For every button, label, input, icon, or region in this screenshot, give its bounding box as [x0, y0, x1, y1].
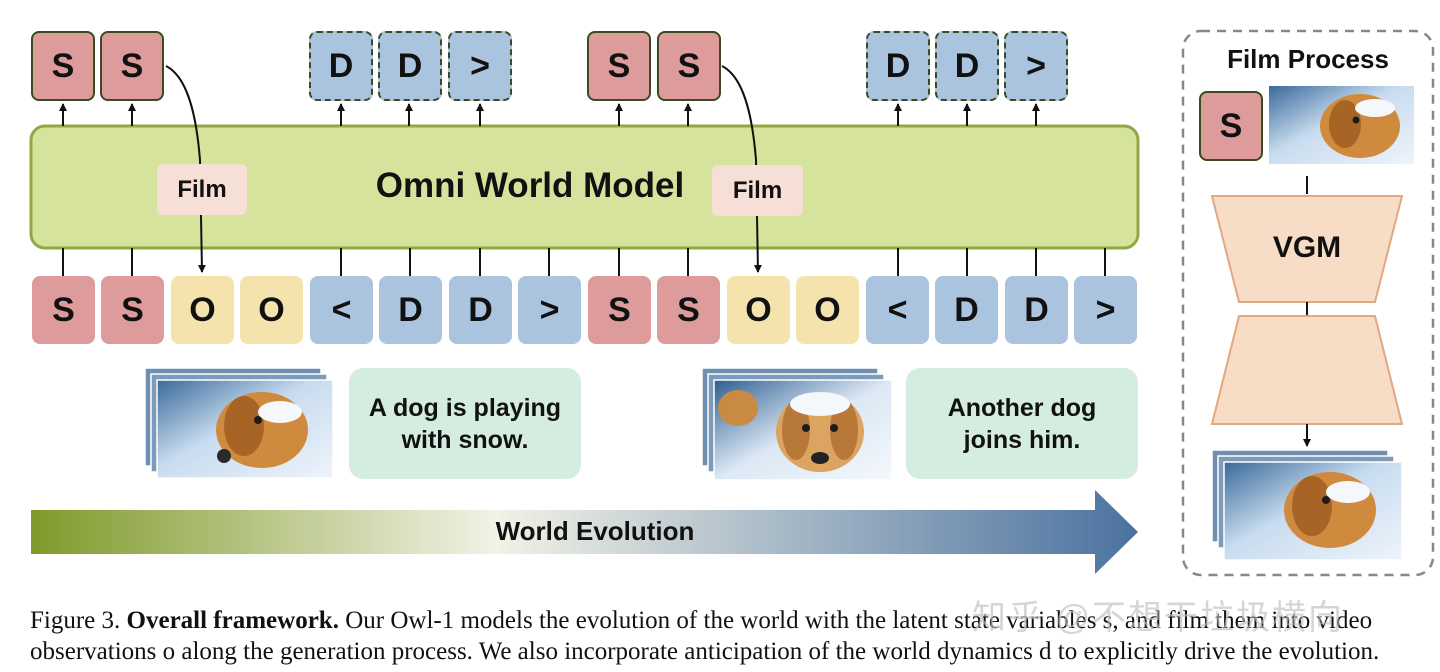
vgm-encoder-trapezoid — [1210, 195, 1404, 303]
omni-world-model-box — [29, 124, 1140, 250]
input-end-token: > — [518, 276, 581, 344]
input-connectors — [62, 248, 1106, 276]
watermark: 知乎 @不想干垃圾横向 — [972, 599, 1344, 637]
output-arrows — [59, 103, 1040, 126]
film-process-state-token: S — [1199, 91, 1263, 161]
output-dynamics-token: D — [378, 31, 442, 101]
input-dynamics-token: D — [449, 276, 512, 344]
model-title: Omni World Model — [375, 166, 685, 205]
input-observation-token: O — [796, 276, 859, 344]
output-end-token: > — [448, 31, 512, 101]
film-process-title: Film Process — [1227, 44, 1389, 74]
output-dynamics-token: D — [866, 31, 930, 101]
input-start-token: < — [866, 276, 929, 344]
vgm-label: VGM — [1272, 231, 1342, 264]
input-state-token: S — [588, 276, 651, 344]
input-end-token: > — [1074, 276, 1137, 344]
video-frames-first — [144, 367, 334, 479]
caption-line-2: observations o along the generation proc… — [30, 636, 1430, 667]
text-prompt-second: Another dog joins him. — [906, 368, 1138, 479]
figure-caption: Figure 3. Overall framework. Our Owl-1 m… — [30, 605, 1430, 667]
film-label-right: Film — [712, 165, 803, 216]
text-prompt-first-line1: A dog is playing — [368, 393, 562, 422]
caption-heading: Overall framework. — [126, 607, 339, 634]
text-prompt-first-line2: with snow. — [401, 425, 529, 454]
input-observation-token: O — [240, 276, 303, 344]
video-frames-second — [701, 367, 893, 481]
film-label-left: Film — [157, 164, 247, 215]
input-state-token: S — [101, 276, 164, 344]
output-state-token: S — [587, 31, 651, 101]
output-state-token: S — [657, 31, 721, 101]
vgm-decoder-trapezoid — [1210, 315, 1404, 425]
film-process-input-frame — [1269, 86, 1414, 164]
input-dynamics-token: D — [935, 276, 998, 344]
text-prompt-first: A dog is playing with snow. — [349, 368, 581, 479]
caption-body-2: observations o along the generation proc… — [30, 638, 1380, 665]
output-state-token: S — [100, 31, 164, 101]
input-dynamics-token: D — [1005, 276, 1068, 344]
output-end-token: > — [1004, 31, 1068, 101]
text-prompt-second-line2: joins him. — [963, 425, 1081, 454]
output-dynamics-token: D — [935, 31, 999, 101]
caption-body-1: Our Owl-1 models the evolution of the wo… — [345, 607, 1373, 634]
output-dynamics-token: D — [309, 31, 373, 101]
caption-prefix: Figure 3. — [30, 607, 121, 634]
input-observation-token: O — [171, 276, 234, 344]
input-state-token: S — [657, 276, 720, 344]
film-process-output-frames — [1211, 449, 1403, 561]
film-curve-right — [721, 65, 762, 273]
input-start-token: < — [310, 276, 373, 344]
film-process-panel — [1181, 29, 1435, 577]
caption-line-1: Figure 3. Overall framework. Our Owl-1 m… — [30, 605, 1430, 636]
input-dynamics-token: D — [379, 276, 442, 344]
input-state-token: S — [32, 276, 95, 344]
output-state-token: S — [31, 31, 95, 101]
film-curve-left — [165, 65, 206, 273]
world-evolution-label: World Evolution — [495, 516, 695, 546]
text-prompt-second-line1: Another dog — [947, 393, 1097, 422]
world-evolution-arrow — [31, 490, 1138, 574]
input-observation-token: O — [727, 276, 790, 344]
